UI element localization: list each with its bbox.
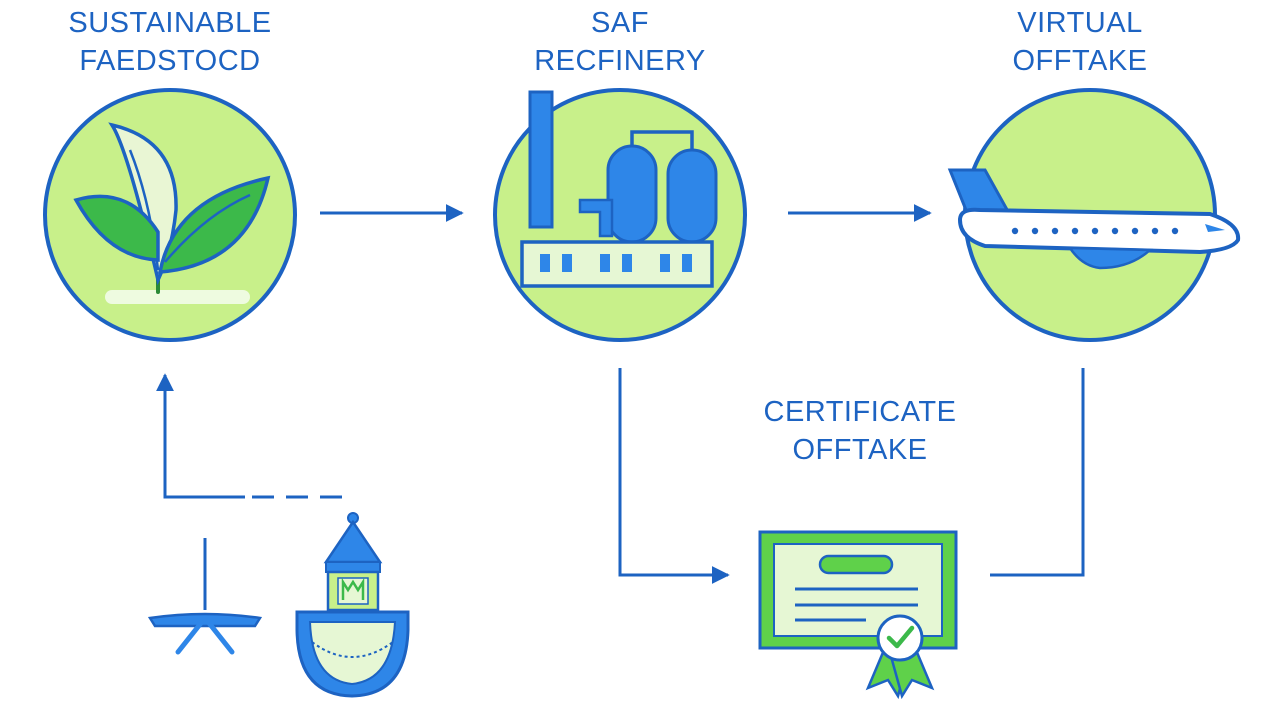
feedstock-node (43, 88, 297, 342)
stand-icon (147, 538, 263, 655)
arrow-to-feedstock (156, 373, 245, 499)
refinery-label-line-1: SAF (591, 7, 649, 39)
refinery-label: SAF RECFINERY (470, 4, 770, 80)
virtual-offtake-label: VIRTUAL OFFTAKE (930, 4, 1230, 80)
virtual-offtake-label-line-1: VIRTUAL (1017, 7, 1143, 39)
certificate-icon (758, 530, 958, 650)
refinery-node (493, 88, 747, 342)
leaf-icon (73, 122, 271, 304)
arrow-refinery-to-certificate (618, 368, 730, 584)
ribbon-check-icon (865, 614, 935, 700)
tower-icon (295, 512, 410, 698)
feedstock-label: SUSTAINABLE FAEDSTOCD (20, 4, 320, 80)
virtual-offtake-label-line-2: OFFTAKE (1012, 45, 1148, 77)
airplane-icon (947, 168, 1241, 270)
certificate-offtake-label: CERTIFICATE OFFTAKE (700, 393, 1020, 469)
refinery-label-line-2: RECFINERY (534, 45, 706, 77)
certificate-offtake-label-line-2: OFFTAKE (792, 434, 928, 466)
feedstock-label-line-2: FAEDSTOCD (79, 45, 261, 77)
connector-virtual-offtake-to-certificate (990, 368, 1085, 577)
refinery-icon (520, 90, 718, 288)
certificate-offtake-label-line-1: CERTIFICATE (763, 396, 957, 428)
feedstock-label-line-1: SUSTAINABLE (68, 7, 272, 39)
virtual-offtake-node (947, 88, 1241, 342)
